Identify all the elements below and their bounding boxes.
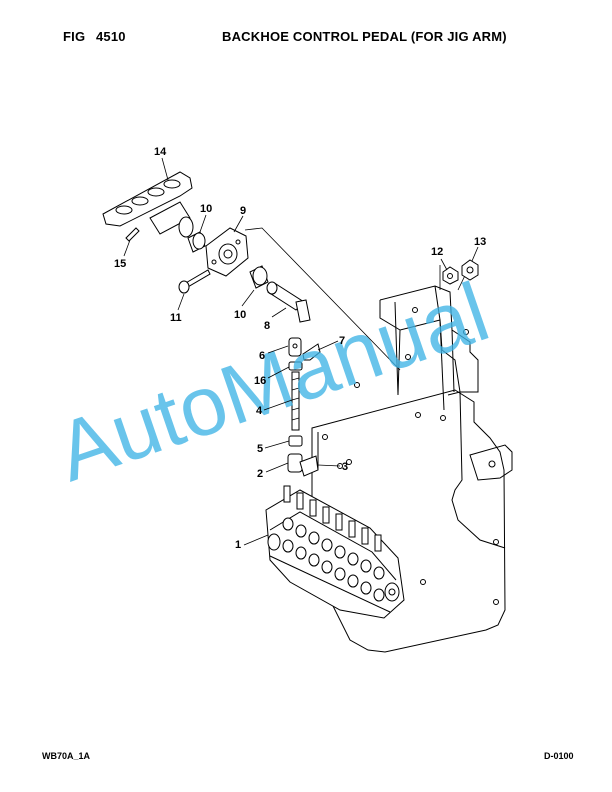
figure-number: 4510 bbox=[96, 29, 126, 44]
figure-label: FIG bbox=[63, 29, 86, 44]
callout-10-upper: 10 bbox=[200, 203, 212, 215]
valve-spool bbox=[335, 513, 343, 531]
valve-spool bbox=[283, 485, 291, 503]
valve-port bbox=[308, 531, 320, 545]
valve-port bbox=[347, 574, 359, 588]
pin-part-3 bbox=[299, 455, 319, 477]
valve-spool bbox=[361, 527, 369, 545]
watermark: AutoManual bbox=[45, 264, 499, 499]
rod-part-4 bbox=[291, 371, 300, 431]
bolt-part-11 bbox=[178, 269, 211, 294]
model-code: WB70A_1A bbox=[42, 751, 91, 761]
valve-port bbox=[360, 581, 372, 595]
clevis-part-6 bbox=[288, 337, 302, 357]
callout-labels: 14 10 9 15 11 10 8 12 13 6 7 16 4 5 2 3 … bbox=[114, 146, 486, 551]
valve-spool bbox=[348, 520, 356, 538]
callout-12: 12 bbox=[431, 246, 443, 258]
valve-port bbox=[282, 517, 294, 531]
valve-port bbox=[373, 588, 385, 602]
valve-port bbox=[321, 538, 333, 552]
clip-part-7 bbox=[302, 343, 321, 361]
valve-spool bbox=[322, 506, 330, 524]
callout-2: 2 bbox=[257, 468, 263, 480]
callout-3: 3 bbox=[342, 461, 348, 473]
page-title: BACKHOE CONTROL PEDAL (FOR JIG ARM) bbox=[222, 29, 507, 44]
callout-13: 13 bbox=[474, 236, 486, 248]
valve-port bbox=[347, 552, 359, 566]
valve-port bbox=[282, 539, 294, 553]
nut-part-12 bbox=[442, 266, 459, 285]
valve-port bbox=[373, 566, 385, 580]
callout-15: 15 bbox=[114, 258, 126, 270]
valve-port bbox=[295, 524, 307, 538]
valve-port bbox=[360, 559, 372, 573]
valve-spool bbox=[296, 492, 304, 510]
valve-spool bbox=[374, 534, 382, 552]
control-valve-part-1 bbox=[265, 485, 405, 619]
callout-4: 4 bbox=[256, 405, 263, 417]
callout-9: 9 bbox=[240, 205, 246, 217]
valve-port bbox=[321, 560, 333, 574]
callout-14: 14 bbox=[154, 146, 167, 158]
valve-port bbox=[295, 546, 307, 560]
callout-7: 7 bbox=[339, 335, 345, 347]
valve-port bbox=[334, 545, 346, 559]
nut-part-16 bbox=[288, 361, 303, 371]
nut-part-5 bbox=[288, 435, 303, 447]
callout-16: 16 bbox=[254, 375, 266, 387]
mounting-plate bbox=[244, 227, 513, 653]
bracket-part-9 bbox=[205, 227, 249, 277]
bushing-part-10-upper bbox=[187, 231, 206, 253]
callout-5: 5 bbox=[257, 443, 263, 455]
valve-port bbox=[334, 567, 346, 581]
valve-port bbox=[308, 553, 320, 567]
page-code: D-0100 bbox=[544, 751, 574, 761]
nut-part-13 bbox=[461, 259, 479, 281]
pedal-part-14 bbox=[102, 171, 194, 238]
leader-lines bbox=[123, 157, 479, 546]
callout-8: 8 bbox=[264, 320, 270, 332]
callout-11: 11 bbox=[170, 312, 182, 324]
pin-part-15 bbox=[125, 227, 140, 242]
bushing-part-10-lower bbox=[249, 265, 269, 289]
callout-10-lower: 10 bbox=[234, 309, 246, 321]
valve-spool bbox=[309, 499, 317, 517]
callout-6: 6 bbox=[259, 350, 265, 362]
shaft-part-8 bbox=[266, 281, 311, 323]
callout-1: 1 bbox=[235, 539, 241, 551]
